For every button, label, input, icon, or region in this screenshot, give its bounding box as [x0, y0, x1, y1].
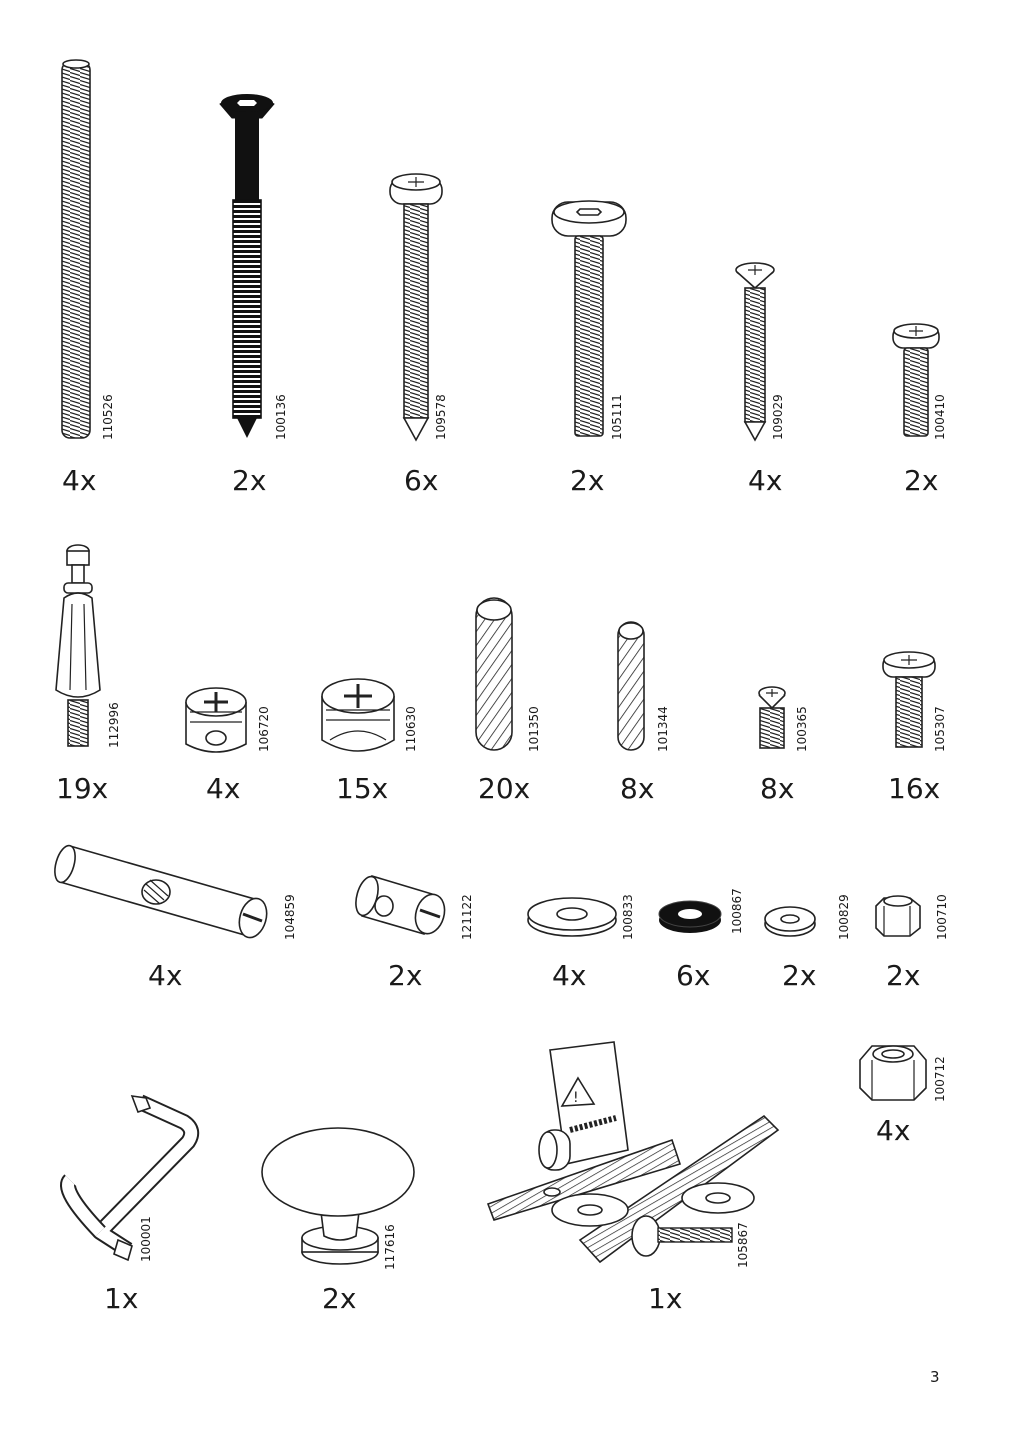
part-code: 100712: [933, 1056, 947, 1102]
part-quantity: 2x: [388, 959, 422, 992]
svg-text:!: !: [573, 1090, 579, 1106]
part-code: 100867: [730, 888, 744, 934]
part-rod: 110526 4x: [61, 59, 115, 497]
hex-socket-bolt-icon: [219, 94, 275, 438]
part-screw-medium: 105307 16x: [882, 651, 947, 805]
part-code: 117616: [383, 1224, 397, 1270]
part-washer-large: 100833 4x: [527, 894, 635, 992]
hex-nut-icon: [859, 1045, 927, 1101]
barrel-nut-icon: [355, 874, 446, 936]
part-code: 100410: [933, 394, 947, 440]
part-quantity: 2x: [232, 464, 266, 497]
part-quantity: 4x: [62, 464, 96, 497]
part-wall-anchor-kit: ! 105867 1x: [486, 1041, 780, 1315]
part-code: 100833: [621, 894, 635, 940]
page-number: 3: [930, 1368, 940, 1386]
machine-screw-icon: [551, 200, 627, 437]
part-code: 105111: [610, 394, 624, 440]
stub-screw-icon: [758, 686, 786, 749]
part-code: 100365: [795, 706, 809, 752]
part-quantity: 2x: [886, 959, 920, 992]
part-quantity: 15x: [336, 772, 388, 805]
part-quantity: 8x: [760, 772, 794, 805]
part-code: 104859: [283, 894, 297, 940]
knob-icon: [261, 1127, 415, 1265]
part-quantity: 1x: [104, 1282, 138, 1315]
part-code: 105307: [933, 706, 947, 752]
safety-strap-kit-icon: !: [486, 1041, 780, 1264]
part-dowel-large: 101350 20x: [475, 597, 541, 805]
cam-dowel-icon: [55, 544, 101, 747]
barrel-nut-icon: [54, 844, 268, 939]
part-quantity: 6x: [404, 464, 438, 497]
part-code: 100710: [935, 894, 949, 940]
rubber-washer-icon: [658, 900, 722, 933]
part-code: 110630: [404, 706, 418, 752]
part-screw-stub: 100365 8x: [758, 686, 809, 805]
part-code: 112996: [107, 702, 121, 748]
part-quantity: 4x: [748, 464, 782, 497]
part-cam-lock-small: 106720 4x: [185, 687, 271, 805]
short-screw-icon: [892, 323, 940, 437]
part-quantity: 2x: [322, 1282, 356, 1315]
part-machine-screw: 105111 2x: [551, 200, 627, 497]
cam-lock-icon: [321, 678, 395, 752]
countersunk-screw-icon: [735, 262, 775, 442]
part-code: 100136: [274, 394, 288, 440]
wood-screw-icon: [389, 173, 443, 442]
part-dowel-small: 101344 8x: [617, 621, 670, 805]
part-cam-dowel: 112996 19x: [55, 544, 121, 805]
part-code: 121122: [460, 894, 474, 940]
hex-nut-icon: [875, 895, 921, 937]
part-quantity: 2x: [904, 464, 938, 497]
part-barrel-nut-short: 121122 2x: [355, 874, 474, 992]
part-quantity: 4x: [876, 1114, 910, 1147]
part-nut-large: 100712 4x: [859, 1045, 947, 1147]
threaded-rod-icon: [61, 59, 91, 439]
part-allen-key: 100001 1x: [60, 1094, 200, 1315]
part-code: 101350: [527, 706, 541, 752]
part-quantity: 2x: [782, 959, 816, 992]
part-quantity: 4x: [206, 772, 240, 805]
part-quantity: 19x: [56, 772, 108, 805]
part-short-machine-screw: 100410 2x: [892, 323, 947, 497]
part-code: 110526: [101, 394, 115, 440]
part-quantity: 8x: [620, 772, 654, 805]
part-code: 100001: [139, 1216, 153, 1262]
part-code: 100829: [837, 894, 851, 940]
wood-dowel-icon: [475, 597, 513, 751]
part-code: 106720: [257, 706, 271, 752]
part-cam-lock-large: 110630 15x: [321, 678, 418, 805]
part-code: 109578: [434, 394, 448, 440]
washer-icon: [764, 906, 816, 937]
part-quantity: 6x: [676, 959, 710, 992]
part-quantity: 4x: [552, 959, 586, 992]
part-quantity: 20x: [478, 772, 530, 805]
part-quantity: 4x: [148, 959, 182, 992]
part-nut-small: 100710 2x: [875, 894, 949, 992]
part-quantity: 1x: [648, 1282, 682, 1315]
part-washer-small: 100829 2x: [764, 894, 851, 992]
allen-key-icon: [60, 1094, 200, 1262]
part-knob: 117616 2x: [261, 1127, 415, 1315]
washer-icon: [527, 897, 617, 937]
part-quantity: 16x: [888, 772, 940, 805]
part-code: 105867: [736, 1222, 750, 1268]
part-washer-black: 100867 6x: [658, 888, 744, 992]
part-countersunk-screw: 109029 4x: [735, 262, 785, 497]
part-quantity: 2x: [570, 464, 604, 497]
part-woodscrew-long: 109578 6x: [389, 173, 448, 497]
wood-dowel-icon: [617, 621, 645, 751]
part-lagbolt: 100136 2x: [219, 94, 288, 497]
part-code: 101344: [656, 706, 670, 752]
part-barrel-nut-long: 104859 4x: [54, 844, 297, 992]
part-code: 109029: [771, 394, 785, 440]
pan-screw-icon: [882, 651, 936, 748]
cam-lock-icon: [185, 687, 247, 753]
